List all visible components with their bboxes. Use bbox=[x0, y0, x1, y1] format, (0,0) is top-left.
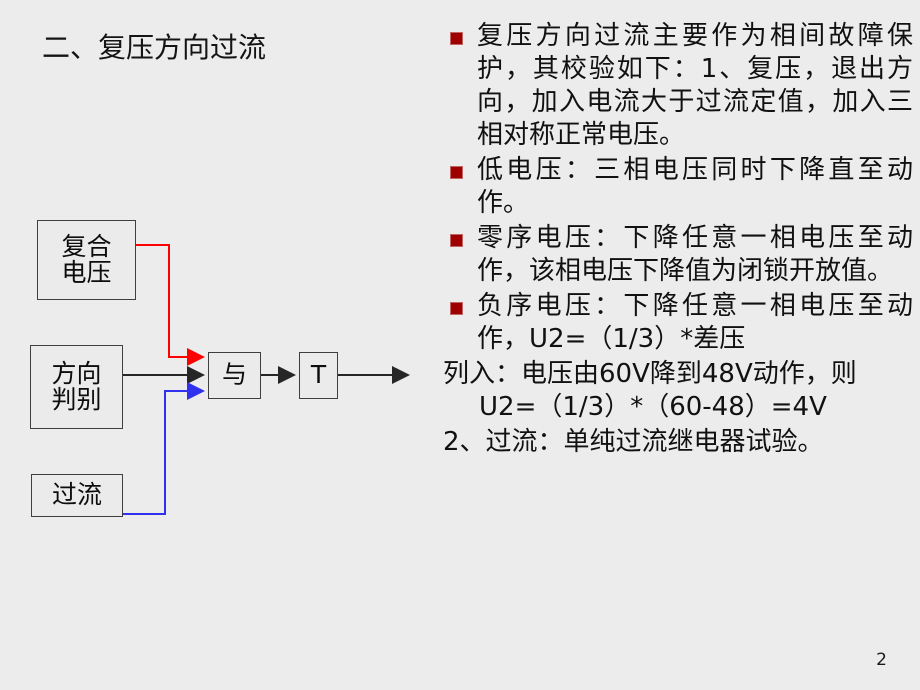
connector-fuhe-to-and bbox=[136, 244, 205, 366]
diagram-box-direction-discrimination[interactable]: 方向 判别 bbox=[30, 345, 123, 429]
bullet-item-text: 复压方向过流主要作为相间故障保护，其校验如下：1、复压，退出方向，加入电流大于过… bbox=[477, 21, 913, 150]
plain-line-text: 列入：电压由60V降到48V动作，则U2=（1/3）*（60-48）=4V bbox=[443, 359, 857, 422]
logic-block-diagram: 复合 电压 方向 判别 过流 与 T bbox=[0, 0, 440, 690]
plain-line-text: 2、过流：单纯过流继电器试验。 bbox=[443, 427, 824, 457]
page-title: 二、复压方向过流 bbox=[42, 31, 267, 64]
bullet-content-column: 复压方向过流主要作为相间故障保护，其校验如下：1、复压，退出方向，加入电流大于过… bbox=[443, 20, 913, 461]
diagram-connectors bbox=[123, 244, 410, 515]
plain-line: 2、过流：单纯过流继电器试验。 bbox=[443, 426, 913, 459]
bullet-square-icon bbox=[450, 302, 463, 315]
bullet-item: 低电压：三相电压同时下降直至动作。 bbox=[443, 154, 913, 220]
bullet-item: 负序电压：下降任意一相电压至动作，U2=（1/3）*差压 bbox=[443, 290, 913, 356]
diagram-box-overcurrent[interactable]: 过流 bbox=[31, 474, 123, 517]
diagram-box-timer[interactable]: T bbox=[299, 352, 338, 399]
diagram-box-direction-line2: 判别 bbox=[51, 385, 102, 414]
bullet-item-text: 负序电压：下降任意一相电压至动作，U2=（1/3）*差压 bbox=[477, 291, 913, 354]
diagram-box-composite-voltage-line2: 电压 bbox=[61, 258, 112, 287]
diagram-box-overcurrent-line1: 过流 bbox=[51, 480, 102, 510]
bullet-item: 零序电压：下降任意一相电压至动作，该相电压下降值为闭锁开放值。 bbox=[443, 222, 913, 288]
bullet-square-icon bbox=[450, 32, 463, 45]
bullet-item-text: 低电压：三相电压同时下降直至动作。 bbox=[477, 155, 913, 218]
diagram-box-direction-line1: 方向 bbox=[51, 358, 102, 388]
diagram-box-and-gate-label: 与 bbox=[221, 360, 247, 390]
page-number: 2 bbox=[876, 650, 887, 670]
diagram-box-and-gate[interactable]: 与 bbox=[208, 352, 261, 399]
bullet-item-text: 零序电压：下降任意一相电压至动作，该相电压下降值为闭锁开放值。 bbox=[477, 223, 913, 286]
diagram-box-composite-voltage-line1: 复合 bbox=[61, 231, 112, 261]
diagram-box-timer-label: T bbox=[310, 360, 327, 390]
connector-guoliu-to-and bbox=[123, 382, 205, 515]
bullet-square-icon bbox=[450, 166, 463, 179]
bullet-item: 复压方向过流主要作为相间故障保护，其校验如下：1、复压，退出方向，加入电流大于过… bbox=[443, 20, 913, 152]
diagram-box-composite-voltage[interactable]: 复合 电压 bbox=[37, 220, 136, 300]
bullet-square-icon bbox=[450, 234, 463, 247]
plain-line: 列入：电压由60V降到48V动作，则U2=（1/3）*（60-48）=4V bbox=[443, 358, 913, 424]
